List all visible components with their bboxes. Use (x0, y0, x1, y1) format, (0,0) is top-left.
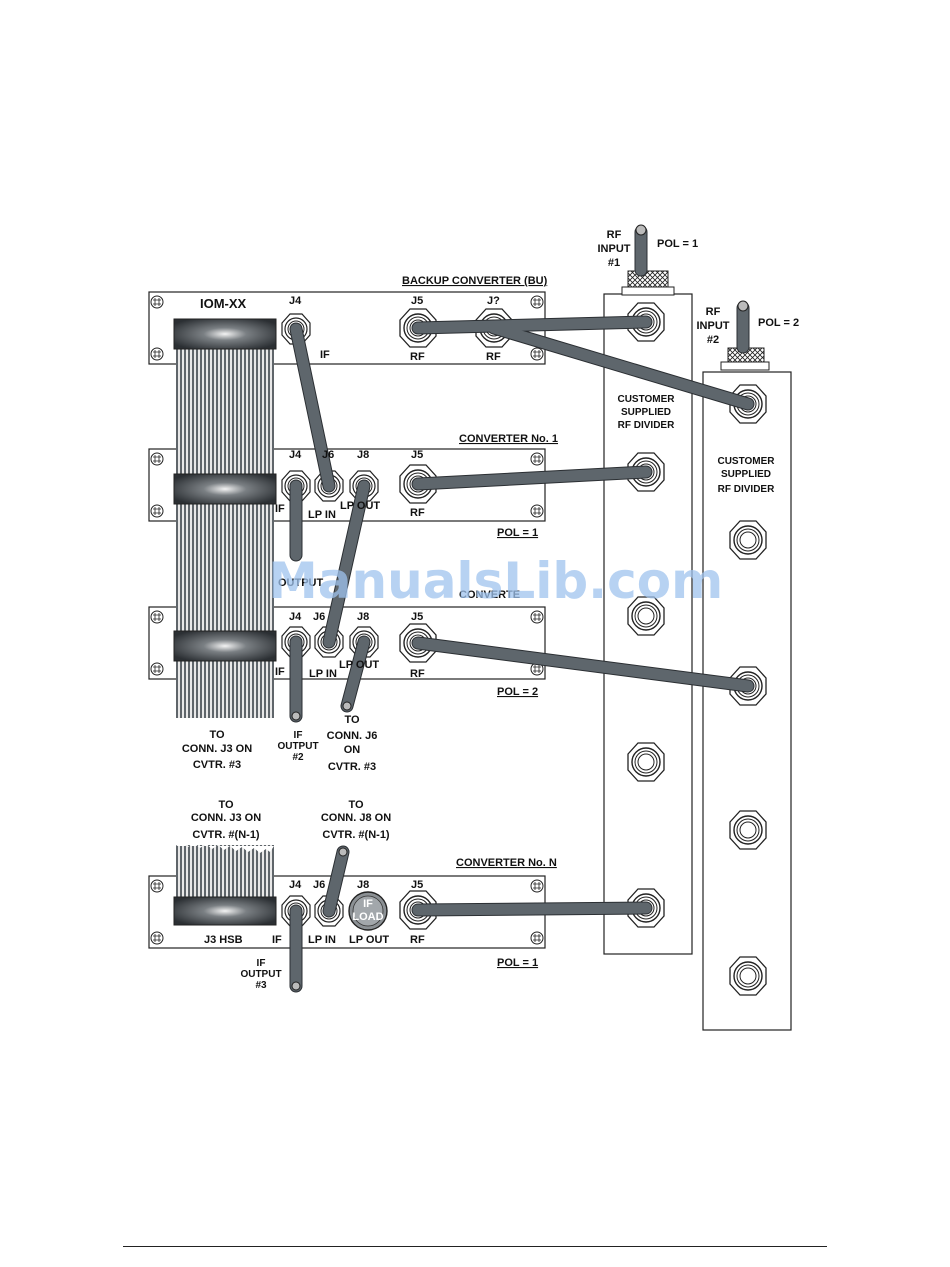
label-backup-converter: BACKUP CONVERTER (BU) (402, 275, 548, 287)
svg-text:#3: #3 (255, 980, 267, 991)
label-output-partial: OUTPUT (278, 577, 324, 589)
label-c2-j4: J4 (289, 611, 302, 623)
svg-text:CONN. J3 ON: CONN. J3 ON (191, 812, 261, 824)
label-rf-input-1: RF INPUT #1 (598, 229, 631, 269)
rf-divider-1 (603, 270, 693, 955)
label-to-j3-cvtr-n1: TO CONN. J3 ON CVTR. #(N-1) (191, 799, 261, 841)
svg-text:OUTPUT: OUTPUT (277, 741, 318, 752)
label-cn-pol: POL = 1 (497, 957, 538, 969)
svg-text:IF: IF (294, 730, 303, 741)
label-bu-j4: J4 (289, 295, 302, 307)
svg-text:CVTR. #(N-1): CVTR. #(N-1) (192, 829, 260, 841)
label-c2-if: IF (275, 666, 285, 678)
label-c2-lp-in: LP IN (309, 668, 337, 680)
label-cn-rf: RF (410, 934, 425, 946)
label-converter-1: CONVERTER No. 1 (459, 433, 558, 445)
svg-text:RF: RF (607, 229, 622, 241)
label-c1-if: IF (275, 503, 285, 515)
label-c1-pol: POL = 1 (497, 527, 538, 539)
label-c1-lp-in: LP IN (308, 509, 336, 521)
label-c1-j4: J4 (289, 449, 302, 461)
watermark: ManualsLib.com (268, 552, 723, 610)
label-pol-1-input: POL = 1 (657, 238, 698, 250)
label-cn-j4: J4 (289, 879, 302, 891)
label-converter-2-partial: CONVERTE (459, 589, 520, 601)
label-c2-rf: RF (410, 668, 425, 680)
label-c1-rf: RF (410, 507, 425, 519)
svg-text:TO: TO (348, 799, 364, 811)
svg-text:CUSTOMER: CUSTOMER (617, 394, 675, 405)
label-bu-j5: J5 (411, 295, 423, 307)
label-cn-if: IF (272, 934, 282, 946)
label-cn-j5: J5 (411, 879, 423, 891)
svg-text:RF DIVIDER: RF DIVIDER (618, 420, 675, 431)
svg-text:#2: #2 (292, 752, 304, 763)
label-if-load-1: IF (363, 898, 373, 910)
label-rf-input-2: RF INPUT #2 (697, 306, 730, 346)
svg-text:INPUT: INPUT (598, 243, 631, 255)
footer-rule (123, 1246, 827, 1247)
if-load-terminator (348, 891, 388, 931)
cables (289, 224, 755, 993)
label-bu-rf-2: RF (486, 351, 501, 363)
svg-text:TO: TO (209, 729, 225, 741)
svg-text:RF: RF (706, 306, 721, 318)
label-to-j8-cvtr-n1: TO CONN. J8 ON CVTR. #(N-1) (321, 799, 391, 841)
label-cn-lp-out: LP OUT (349, 934, 389, 946)
label-c2-j8: J8 (357, 611, 369, 623)
ribbon-clamp-n (173, 896, 277, 926)
label-c1-lp-out: LP OUT (340, 500, 380, 512)
rf-divider-2 (702, 347, 792, 1031)
svg-text:TO: TO (218, 799, 234, 811)
label-if-output-2: IF OUTPUT #2 (277, 730, 318, 763)
label-converter-n: CONVERTER No. N (456, 857, 557, 869)
svg-text:CUSTOMER: CUSTOMER (717, 456, 775, 467)
label-c1-j6: J6 (322, 449, 334, 461)
svg-text:CVTR. #3: CVTR. #3 (328, 761, 376, 773)
label-iom: IOM-XX (200, 296, 247, 311)
svg-text:ON: ON (344, 744, 361, 756)
svg-text:CVTR. #(N-1): CVTR. #(N-1) (322, 829, 390, 841)
svg-text:RF DIVIDER: RF DIVIDER (718, 484, 775, 495)
svg-text:IF: IF (257, 958, 266, 969)
svg-text:TO: TO (344, 714, 360, 726)
label-if-output-3: IF OUTPUT #3 (240, 958, 281, 991)
label-c2-j5: J5 (411, 611, 423, 623)
ribbon-cable (176, 320, 274, 917)
svg-text:CONN. J6: CONN. J6 (327, 730, 378, 742)
svg-text:SUPPLIED: SUPPLIED (621, 407, 671, 418)
ribbon-clamp-2 (173, 630, 277, 662)
label-cn-lp-in: LP IN (308, 934, 336, 946)
label-j3-hsb: J3 HSB (204, 934, 243, 946)
svg-text:#2: #2 (707, 334, 719, 346)
label-c2-pol: POL = 2 (497, 686, 538, 698)
label-c2-lp-out: LP OUT (339, 659, 379, 671)
svg-text:OUTPUT: OUTPUT (240, 969, 281, 980)
label-c2-j6: J6 (313, 611, 325, 623)
svg-text:INPUT: INPUT (697, 320, 730, 332)
label-bu-rf-1: RF (410, 351, 425, 363)
svg-text:CONN. J3 ON: CONN. J3 ON (182, 743, 252, 755)
label-cn-j8: J8 (357, 879, 369, 891)
label-divider-2: CUSTOMER SUPPLIED RF DIVIDER (717, 456, 775, 495)
svg-text:CONN. J8 ON: CONN. J8 ON (321, 812, 391, 824)
svg-text:CVTR. #3: CVTR. #3 (193, 759, 241, 771)
svg-text:SUPPLIED: SUPPLIED (721, 469, 771, 480)
label-cn-j6: J6 (313, 879, 325, 891)
label-c1-j5: J5 (411, 449, 423, 461)
label-bu-if: IF (320, 349, 330, 361)
ribbon-clamp-1 (173, 473, 277, 505)
svg-text:#1: #1 (608, 257, 620, 269)
label-to-j3-cvtr3: TO CONN. J3 ON CVTR. #3 (182, 729, 252, 771)
label-to-j6-cvtr3: TO CONN. J6 ON CVTR. #3 (327, 714, 378, 773)
label-divider-1: CUSTOMER SUPPLIED RF DIVIDER (617, 394, 675, 431)
ribbon-clamp-top (173, 318, 277, 350)
label-pol-2-input: POL = 2 (758, 317, 799, 329)
label-if-load-2: LOAD (352, 911, 383, 923)
label-bu-j7: J? (487, 295, 500, 307)
label-c1-j8: J8 (357, 449, 369, 461)
